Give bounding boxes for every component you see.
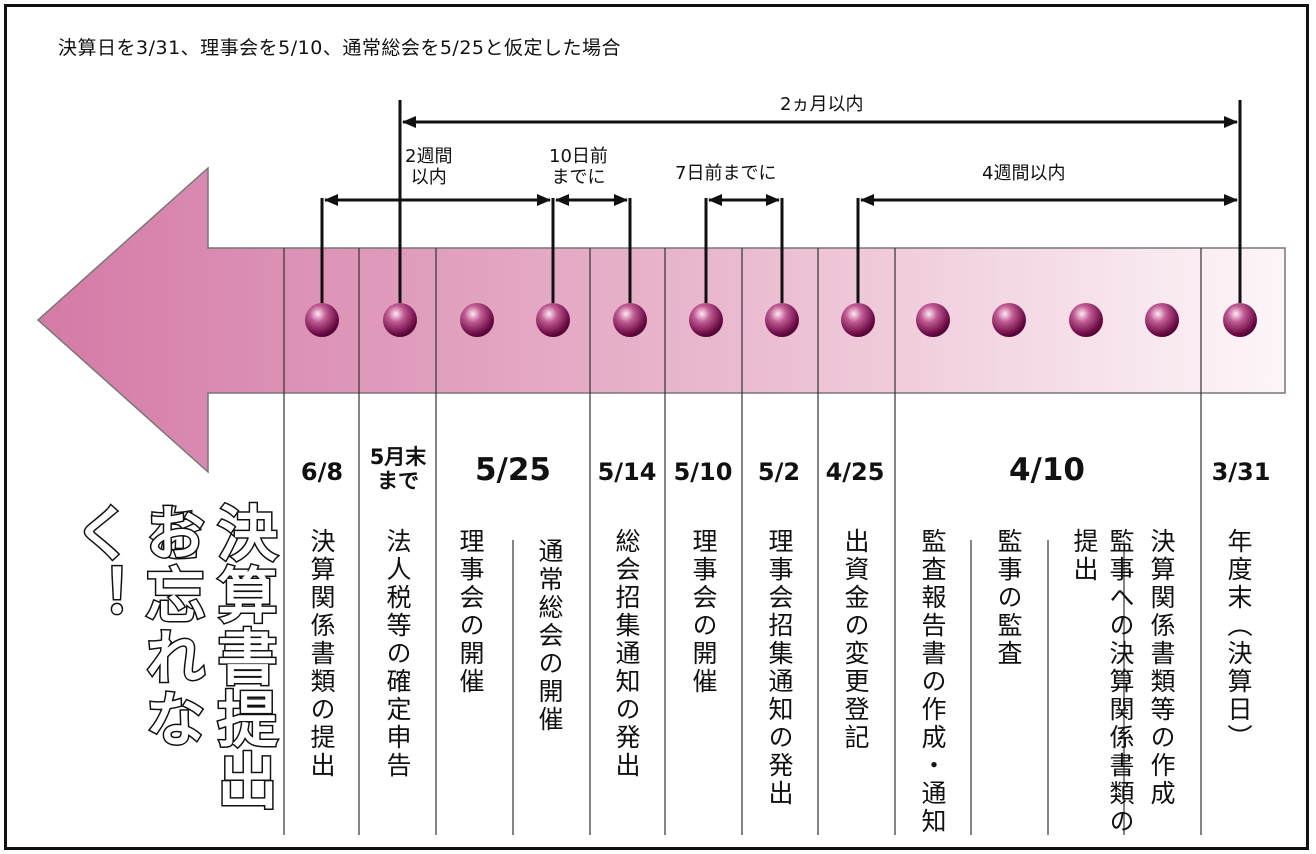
slogan-line-2: お忘れなく！ <box>62 501 207 752</box>
event-submit-to-auditor: 監事への決算関係書類の提出 <box>1070 528 1135 836</box>
event-submit-settlement-docs: 決算関係書類の提出 <box>307 528 336 780</box>
span-seven-days-label: 7日前までに <box>675 163 777 184</box>
date-5-14: 5/14 <box>597 458 657 486</box>
timeline-dot <box>992 303 1026 337</box>
date-3-31: 3/31 <box>1211 458 1271 486</box>
date-4-25: 4/25 <box>825 458 885 486</box>
big-arrow <box>36 166 1286 474</box>
frame <box>4 4 1309 850</box>
caption: 決算日を3/31、理事会を5/10、通常総会を5/25と仮定した場合 <box>58 37 622 59</box>
event-board-notice: 理事会招集通知の発出 <box>765 528 794 808</box>
event-capital-registration: 出資金の変更登記 <box>841 528 870 752</box>
date-5-25: 5/25 <box>474 452 552 488</box>
timeline-dot <box>916 303 950 337</box>
date-5-2: 5/2 <box>757 458 801 486</box>
slogan-line-1: 決算書提出を <box>134 501 279 814</box>
span-ten-days-label: 10日前 までに <box>549 146 608 188</box>
date-4-10: 4/10 <box>1008 452 1086 488</box>
event-board-meeting-510: 理事会の開催 <box>689 528 718 696</box>
timeline-dot <box>765 303 799 337</box>
event-prepare-docs: 決算関係書類等の作成 <box>1147 528 1176 808</box>
span-two-weeks-label: 2週間 以内 <box>405 146 453 188</box>
event-auditor-audit: 監事の監査 <box>994 528 1023 668</box>
event-corporate-tax-filing: 法人税等の確定申告 <box>383 528 412 780</box>
event-audit-report: 監査報告書の作成・通知 <box>918 528 947 836</box>
event-fiscal-year-end: 年度末（決算日） <box>1224 528 1253 752</box>
date-end-of-may: 5月末 まで <box>369 445 427 493</box>
timeline-dot <box>383 303 417 337</box>
timeline-dot <box>1223 303 1257 337</box>
timeline-dot <box>841 303 875 337</box>
timeline-dot <box>1069 303 1103 337</box>
timeline-dot <box>305 303 339 337</box>
timeline-dot <box>536 303 570 337</box>
event-board-meeting-525: 理事会の開催 <box>456 528 485 696</box>
date-6-8: 6/8 <box>300 458 344 486</box>
timeline-dot <box>1145 303 1179 337</box>
timeline-dot <box>613 303 647 337</box>
event-general-meeting: 通常総会の開催 <box>535 538 564 734</box>
timeline-dot <box>460 303 494 337</box>
timeline-dot <box>689 303 723 337</box>
date-5-10: 5/10 <box>673 458 733 486</box>
event-meeting-notice: 総会招集通知の発出 <box>612 528 641 780</box>
span-two-months-label: 2ヵ月以内 <box>780 94 864 115</box>
span-four-weeks-label: 4週間以内 <box>982 163 1066 184</box>
